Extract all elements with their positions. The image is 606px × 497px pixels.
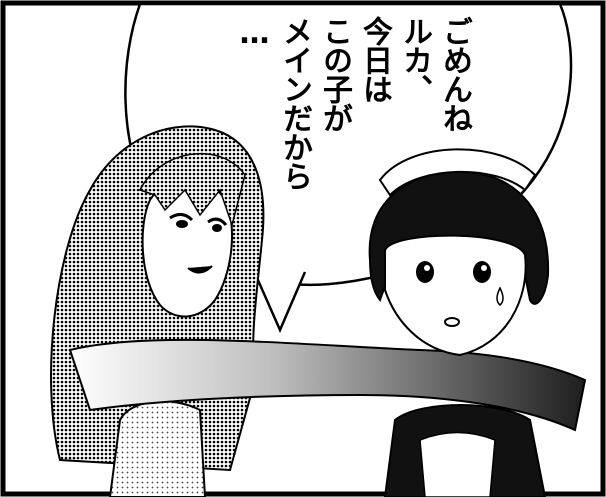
dialogue-line: … [237, 16, 272, 50]
dialogue-line: メインだから [277, 16, 312, 190]
maid-boy-character [368, 148, 550, 497]
dialogue-line: ごめんね [437, 16, 472, 132]
dialogue-line: ルカ、 [397, 16, 432, 103]
dialogue-line: 今日は [357, 16, 392, 103]
woman-character [50, 125, 587, 497]
speech-bubble-text: ごめんね ルカ、 今日は この子が メインだから … [237, 16, 474, 216]
dialogue-line: この子が [317, 16, 352, 132]
